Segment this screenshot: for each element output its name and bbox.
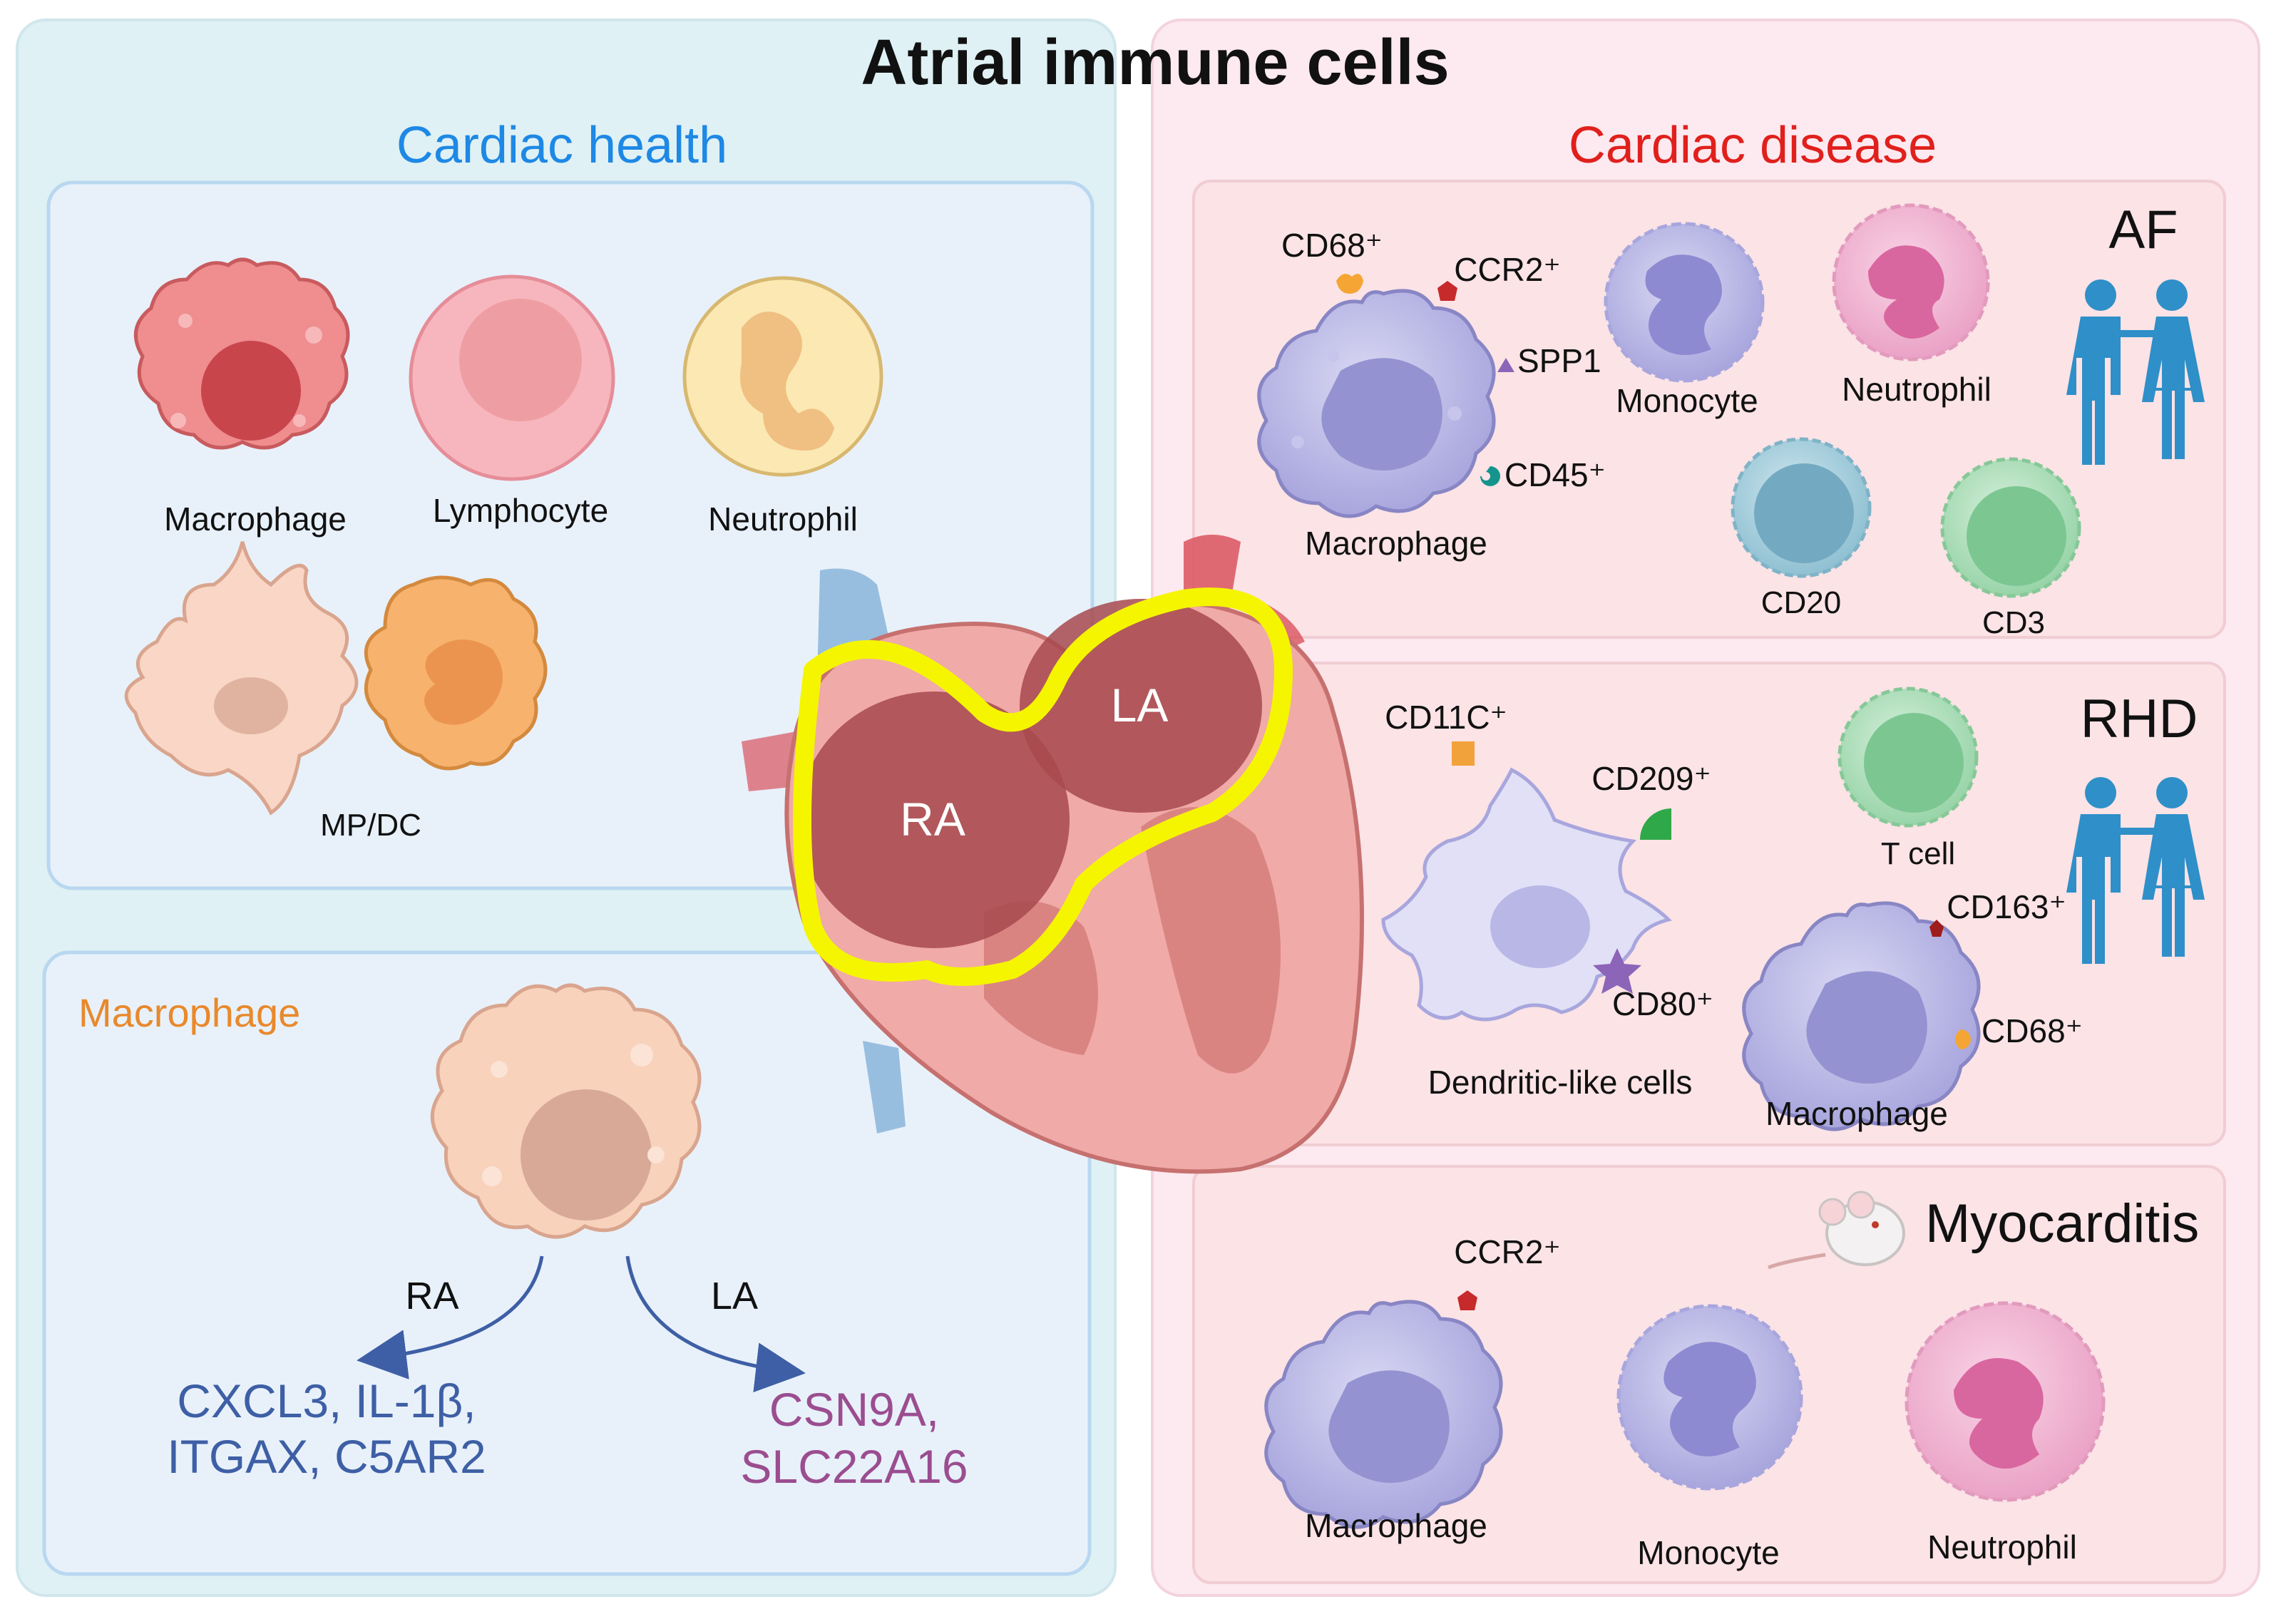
myocarditis-neutrophil-cell xyxy=(1905,1301,2106,1502)
health-lymphocyte-label: Lymphocyte xyxy=(433,492,608,529)
af-spp1-label: SPP1 xyxy=(1517,342,1601,379)
cd45-marker-icon xyxy=(1480,466,1500,486)
ra-genes-line1: CXCL3, IL-1β, xyxy=(177,1374,476,1427)
health-neutrophil-cell xyxy=(682,276,883,477)
af-cd68-label: CD68⁺ xyxy=(1281,227,1383,264)
af-ccr2-label: CCR2⁺ xyxy=(1454,251,1561,288)
ra-genes-line2: ITGAX, C5AR2 xyxy=(167,1430,486,1483)
myocarditis-monocyte-label: Monocyte xyxy=(1637,1534,1779,1571)
rhd-tcell-cell xyxy=(1837,687,1979,828)
myocarditis-ccr2-marker-icon xyxy=(1457,1290,1477,1310)
rhd-cd163-label: CD163⁺ xyxy=(1947,888,2066,925)
af-people-icon xyxy=(2066,279,2205,465)
health-macrophage-cell xyxy=(133,257,350,450)
health-heading: Cardiac health xyxy=(396,117,727,174)
heart-la-label: LA xyxy=(1111,679,1169,731)
rhd-macrophage-cell xyxy=(1742,901,1981,1131)
mouse-icon xyxy=(1768,1191,1905,1270)
figure-title: Atrial immune cells xyxy=(861,27,1449,98)
af-label: AF xyxy=(2108,200,2178,260)
la-arrow xyxy=(625,1255,806,1393)
myocarditis-monocyte-cell xyxy=(1616,1304,1803,1491)
cd11c-marker-icon xyxy=(1452,741,1475,766)
big-macrophage-cell xyxy=(431,983,702,1239)
macrophage-heading: Macrophage xyxy=(78,990,300,1035)
rhd-people-icon xyxy=(2066,777,2205,964)
macrophage-la-label: LA xyxy=(711,1275,758,1317)
cd163-marker-icon xyxy=(1929,920,1944,937)
rhd-cd209-label: CD209⁺ xyxy=(1591,760,1711,797)
rhd-cd68-marker-icon xyxy=(1955,1029,1971,1049)
macrophage-ra-label: RA xyxy=(405,1275,458,1317)
atria-outline xyxy=(793,587,1293,986)
af-cd3-label: CD3 xyxy=(1982,605,2045,640)
cd68-marker-icon xyxy=(1336,274,1363,294)
af-cd45-label: CD45⁺ xyxy=(1504,456,1606,493)
af-macrophage-cell xyxy=(1257,289,1496,518)
af-neutrophil-label: Neutrophil xyxy=(1842,371,1992,408)
health-mpdc-cells xyxy=(124,541,548,816)
rhd-cd11c-label: CD11C⁺ xyxy=(1385,699,1507,736)
health-lymphocyte-cell xyxy=(409,274,615,481)
la-genes-line2: SLC22A16 xyxy=(740,1440,968,1493)
af-neutrophil-cell xyxy=(1832,203,1990,361)
health-macrophage-label: Macrophage xyxy=(164,500,347,538)
rhd-dendritic-cell xyxy=(1381,767,1672,1022)
rhd-cd68-label: CD68⁺ xyxy=(1982,1012,2083,1049)
rhd-macrophage-label: Macrophage xyxy=(1765,1095,1948,1132)
cd209-marker-icon xyxy=(1640,808,1671,840)
rhd-dendritic-label: Dendritic-like cells xyxy=(1428,1064,1693,1101)
myocarditis-label: Myocarditis xyxy=(1925,1193,2199,1254)
heart-ra-label: RA xyxy=(900,793,965,846)
cd80-marker-icon xyxy=(1593,948,1641,994)
rhd-tcell-label: T cell xyxy=(1881,836,1955,871)
la-genes-line1: CSN9A, xyxy=(769,1383,939,1436)
macrophage-box xyxy=(42,950,1092,1576)
af-monocyte-label: Monocyte xyxy=(1616,382,1758,419)
af-macrophage-label: Macrophage xyxy=(1305,525,1487,562)
ra-arrow xyxy=(357,1255,544,1379)
health-neutrophil-label: Neutrophil xyxy=(708,500,858,538)
health-mpdc-label: MP/DC xyxy=(320,808,421,843)
rhd-cd80-label: CD80⁺ xyxy=(1612,985,1713,1022)
myocarditis-ccr2-label: CCR2⁺ xyxy=(1454,1233,1561,1270)
myocarditis-neutrophil-label: Neutrophil xyxy=(1927,1528,2077,1566)
af-monocyte-cell xyxy=(1604,222,1765,383)
af-cd20-cell xyxy=(1731,437,1872,578)
af-cd3-cell xyxy=(1940,457,2081,598)
myocarditis-macrophage-label: Macrophage xyxy=(1305,1507,1487,1544)
spp1-marker-icon xyxy=(1497,358,1514,372)
disease-heading: Cardiac disease xyxy=(1569,117,1937,174)
af-cd20-label: CD20 xyxy=(1761,585,1842,620)
rhd-label: RHD xyxy=(2081,689,2198,749)
myocarditis-macrophage-cell xyxy=(1264,1300,1503,1529)
ccr2-marker-icon xyxy=(1437,281,1457,301)
heart-illustration xyxy=(742,535,1364,1174)
